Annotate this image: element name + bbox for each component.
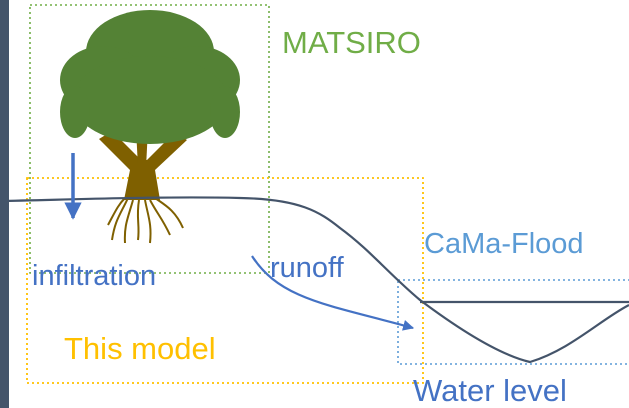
cama-flood-label: CaMa-Flood [424, 228, 584, 260]
infiltration-label: infiltration [32, 260, 157, 292]
matsiro-box [29, 4, 270, 274]
left-accent-bar [0, 0, 9, 408]
runoff-label: runoff [270, 252, 344, 284]
this-model-label: This model [64, 331, 216, 366]
tree-icon [60, 10, 240, 244]
runoff-arrow [251, 255, 415, 331]
cama-flood-box [397, 279, 629, 365]
ground-surface-line [0, 196, 629, 364]
water-level-label: Water level [413, 373, 567, 408]
matsiro-label: MATSIRO [282, 25, 421, 60]
